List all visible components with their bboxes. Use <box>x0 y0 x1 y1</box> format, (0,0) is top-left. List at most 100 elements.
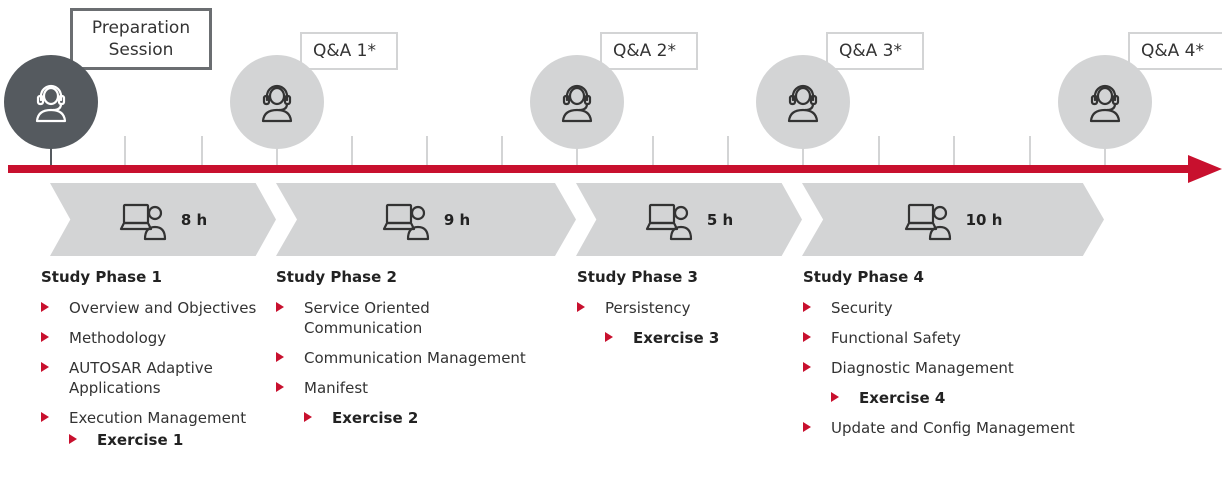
list-item: Methodology <box>41 328 273 348</box>
laptop-learner-icon <box>382 203 429 240</box>
list-item: Security <box>803 298 1113 318</box>
qa-session-circle-3 <box>756 55 850 149</box>
bullet-arrow-icon <box>276 352 284 362</box>
phase-title: Study Phase 3 <box>577 268 698 286</box>
list-item-text: Manifest <box>304 379 369 397</box>
bullet-arrow-icon <box>41 362 49 372</box>
bullet-arrow-icon <box>831 392 839 402</box>
study-phase-1: Study Phase 1 Overview and Objectives Me… <box>41 268 273 460</box>
timeline-tick <box>727 136 729 165</box>
timeline-tick-start <box>50 136 52 165</box>
list-item-text: Methodology <box>69 329 167 347</box>
study-phase-3: Study Phase 3 Persistency Exercise 3 <box>577 268 797 358</box>
qa-label-3: Q&A 3* <box>826 32 924 70</box>
qa-label-2: Q&A 2* <box>600 32 698 70</box>
timeline-tick <box>276 136 278 165</box>
list-item-text: Functional Safety <box>831 329 961 347</box>
timeline-tick <box>802 136 804 165</box>
list-item: Communication Management <box>276 348 566 368</box>
study-phase-4: Study Phase 4 Security Functional Safety… <box>803 268 1113 448</box>
timeline-tick <box>124 136 126 165</box>
qa-session-circle-1 <box>230 55 324 149</box>
phase-title: Study Phase 1 <box>41 268 162 286</box>
phase-hours: 10 h <box>965 210 1003 229</box>
bullet-arrow-icon <box>577 302 585 312</box>
laptop-learner-icon <box>645 203 692 240</box>
exercise-item: Exercise 4 <box>803 388 1113 408</box>
exercise-text: Exercise 1 <box>97 431 184 449</box>
qa-label-text: Q&A 4* <box>1141 41 1204 61</box>
list-item-text: Diagnostic Management <box>831 359 1014 377</box>
timeline-tick <box>878 136 880 165</box>
bullet-arrow-icon <box>803 422 811 432</box>
phase-chevron-2: 9 h <box>276 183 576 256</box>
list-item: Diagnostic Management <box>803 358 1113 378</box>
phase-hours: 9 h <box>443 210 471 229</box>
bullet-arrow-icon <box>803 332 811 342</box>
headset-person-icon <box>787 84 819 123</box>
timeline-tick <box>1104 136 1106 165</box>
list-item-text: AUTOSAR Adaptive Applications <box>69 359 213 397</box>
laptop-learner-icon <box>904 203 951 240</box>
timeline-tick <box>576 136 578 165</box>
bullet-arrow-icon <box>605 332 613 342</box>
timeline-tick <box>501 136 503 165</box>
qa-session-circle-4 <box>1058 55 1152 149</box>
timeline-arrowhead <box>1188 155 1222 183</box>
bullet-arrow-icon <box>41 302 49 312</box>
list-item: Overview and Objectives <box>41 298 273 318</box>
bullet-arrow-icon <box>41 412 49 422</box>
phase-hours: 8 h <box>180 210 208 229</box>
bullet-arrow-icon <box>276 302 284 312</box>
preparation-label-line1: Preparation <box>91 18 191 38</box>
bullet-arrow-icon <box>803 302 811 312</box>
list-item-text: Persistency <box>605 299 691 317</box>
list-item: Functional Safety <box>803 328 1113 348</box>
list-item-text: Update and Config Management <box>831 419 1075 437</box>
bullet-arrow-icon <box>276 382 284 392</box>
laptop-learner-icon <box>119 203 166 240</box>
list-item-text: Communication Management <box>304 349 526 367</box>
phase-hours: 5 h <box>706 210 734 229</box>
timeline-axis <box>8 165 1194 173</box>
preparation-session-circle <box>4 55 98 149</box>
headset-person-icon <box>561 84 593 123</box>
list-item-text: Overview and Objectives <box>69 299 257 317</box>
timeline-tick <box>201 136 203 165</box>
headset-person-icon <box>261 84 293 123</box>
qa-label-1: Q&A 1* <box>300 32 398 70</box>
phase-chevron-4: 10 h <box>802 183 1104 256</box>
exercise-text: Exercise 4 <box>859 389 946 407</box>
preparation-session-label: Preparation Session <box>70 8 212 70</box>
timeline-tick <box>426 136 428 165</box>
exercise-text: Exercise 2 <box>332 409 419 427</box>
list-item: AUTOSAR Adaptive Applications <box>41 358 273 398</box>
timeline-tick <box>1029 136 1031 165</box>
timeline-tick <box>652 136 654 165</box>
list-item: Manifest <box>276 378 566 398</box>
list-item: Execution Management <box>41 408 273 428</box>
bullet-arrow-icon <box>304 412 312 422</box>
timeline-tick <box>953 136 955 165</box>
timeline-tick <box>351 136 353 165</box>
exercise-item: Exercise 2 <box>276 408 566 428</box>
exercise-item: Exercise 1 <box>41 430 273 450</box>
list-item: Persistency <box>577 298 797 318</box>
list-item-text: Execution Management <box>69 409 247 427</box>
qa-session-circle-2 <box>530 55 624 149</box>
qa-label-4: Q&A 4* <box>1128 32 1222 70</box>
study-phase-2: Study Phase 2 Service Oriented Communica… <box>276 268 566 438</box>
bullet-arrow-icon <box>41 332 49 342</box>
phase-chevron-1: 8 h <box>50 183 276 256</box>
bullet-arrow-icon <box>69 434 77 444</box>
list-item: Update and Config Management <box>803 418 1113 438</box>
qa-label-text: Q&A 3* <box>839 41 902 61</box>
headset-person-icon <box>35 84 67 123</box>
list-item-text: Security <box>831 299 893 317</box>
list-item: Service Oriented Communication <box>276 298 484 338</box>
phase-title: Study Phase 2 <box>276 268 397 286</box>
preparation-label-line2: Session <box>108 40 174 60</box>
phase-title: Study Phase 4 <box>803 268 924 286</box>
exercise-item: Exercise 3 <box>577 328 797 348</box>
bullet-arrow-icon <box>803 362 811 372</box>
